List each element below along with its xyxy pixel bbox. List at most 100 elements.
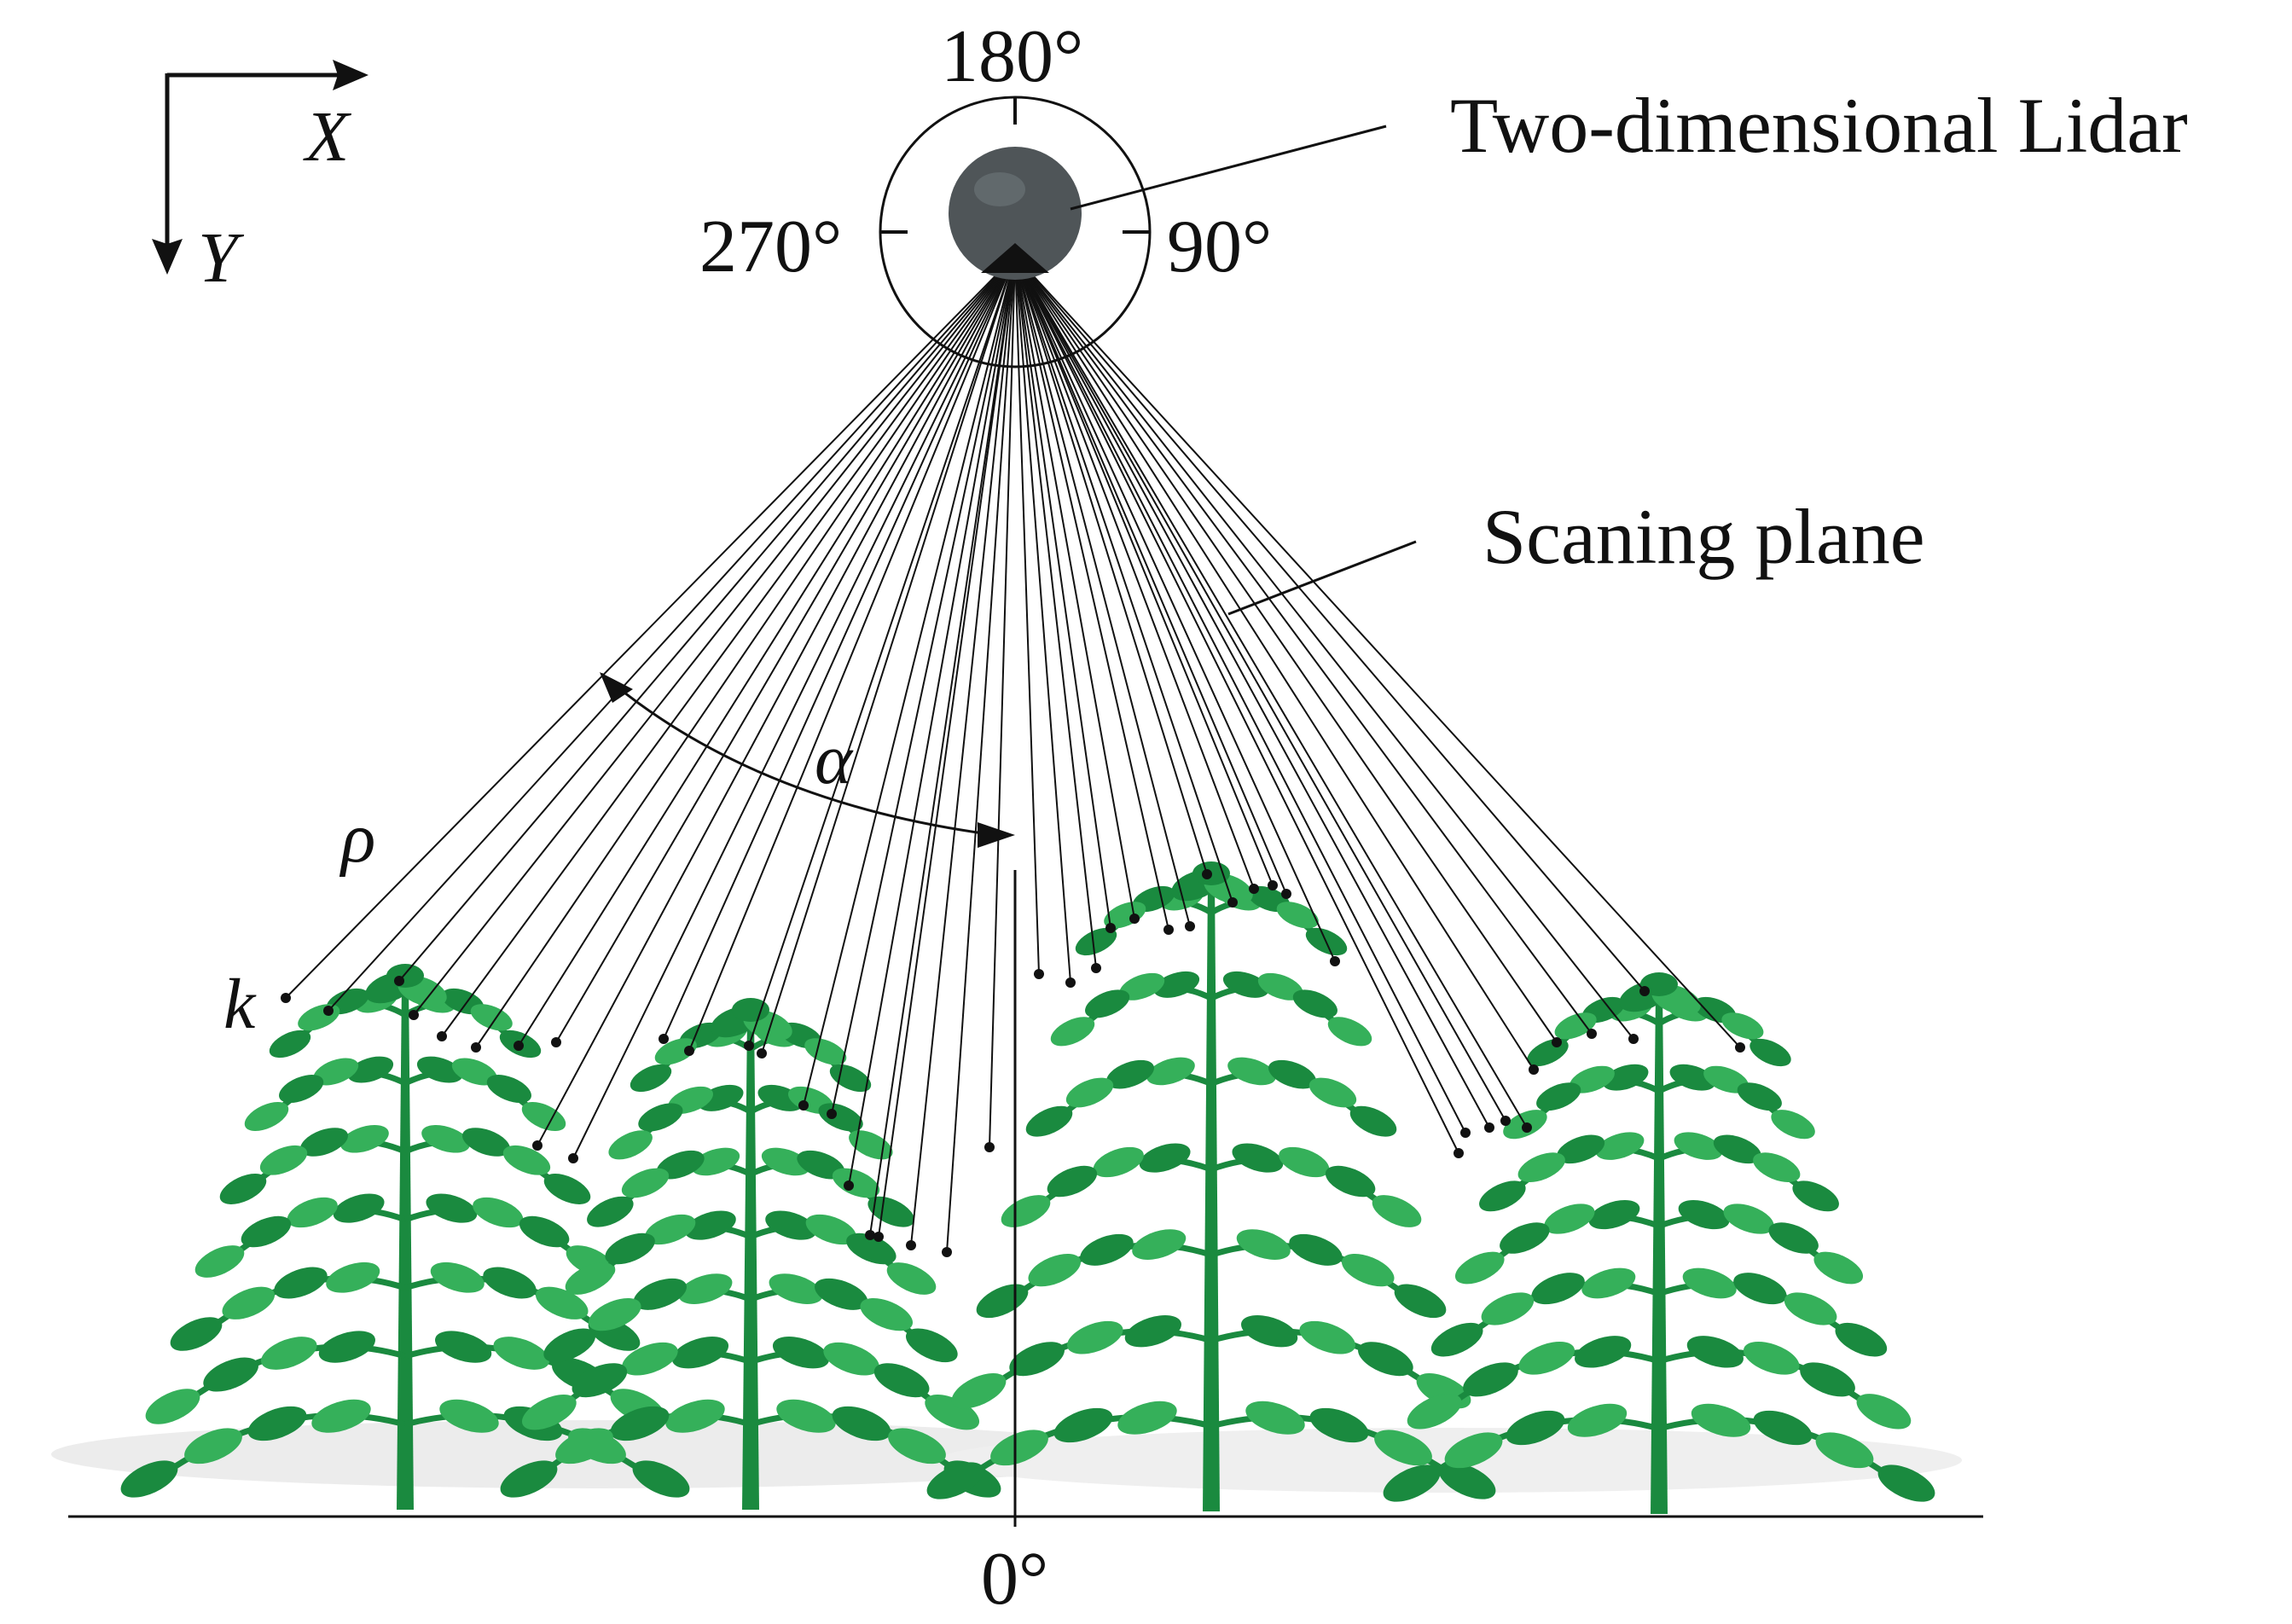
leaf [761,1147,810,1176]
leaf [832,1168,880,1198]
y-axis-label: Y [198,218,245,298]
scan-hit-point [844,1180,854,1191]
leaf [519,1215,570,1248]
leaf [1691,1403,1751,1437]
leaf [1557,1134,1605,1164]
leaf [1603,1064,1649,1091]
coordinate-axes: X Y [152,60,368,298]
leaf [1581,1267,1636,1299]
leaf [269,1030,311,1058]
leaf [1678,1199,1730,1230]
leaf [1119,972,1165,1000]
leaf [1025,1105,1073,1137]
leaf [1444,1432,1503,1469]
leaf [1341,1253,1395,1287]
scan-beam [748,255,1016,1047]
lidar-device [879,96,1152,368]
leaf [521,1101,566,1132]
leaf [1743,1342,1800,1375]
plant-group [120,861,1935,1514]
arrowhead-end [978,822,1015,848]
scan-hit-point [437,1031,447,1041]
leaf [1531,1273,1585,1305]
leaf [1053,1407,1113,1443]
leaf [1517,1152,1565,1182]
scan-beam [1014,255,1191,927]
scan-beam [1014,255,1233,903]
scan-beam [946,255,1016,1253]
scan-hit-point [532,1140,543,1151]
leaf [1588,1199,1640,1230]
leaf [621,1168,670,1198]
leaf [1835,1322,1888,1357]
leaf [430,1262,485,1293]
leaf [1222,971,1269,998]
leaf [483,1267,537,1299]
leaf [386,964,424,988]
leaf [1001,1195,1051,1227]
leaf [311,1399,371,1433]
leaf [867,1196,914,1227]
scan-hit-point [323,1006,334,1016]
scan-beam [413,255,1016,1016]
scan-beam [1014,255,1097,969]
leaf [1640,972,1678,996]
leaf [1500,1222,1550,1254]
leaf [486,1075,531,1104]
leaf [1856,1394,1912,1430]
scan-hit-point [1522,1122,1532,1133]
scan-hit-point [471,1042,481,1053]
scan-hit-point [1639,986,1650,996]
scan-plane-leader-line [1227,540,1417,616]
scan-beam [398,255,1016,982]
tomato-plant [1383,972,1935,1514]
leaf [1407,1394,1462,1430]
leaf [951,1372,1007,1409]
leaf [1749,1038,1791,1067]
scan-hit-point [514,1041,524,1051]
leaf [1481,1292,1535,1325]
leaf [588,1297,641,1331]
leaf [605,1232,655,1265]
leaf [1575,1336,1632,1368]
scan-hit-point [1163,925,1174,935]
leaf [1257,972,1303,1000]
leaf [1232,1143,1284,1173]
leaf [1117,1401,1177,1435]
scan-hit-point [1268,880,1278,890]
leaf [1309,1407,1369,1443]
leaf [873,1363,930,1398]
scan-hit-point [1587,1029,1597,1039]
leaf [300,1128,348,1157]
k-label: k [223,965,257,1044]
leaf [1292,989,1337,1018]
rho-label: ρ [339,798,375,878]
leaf [1733,1273,1787,1305]
leaf [846,1232,896,1265]
scan-beam [869,255,1016,1236]
scan-beam [803,255,1016,1106]
tomato-plant [926,861,1496,1511]
leaf [1518,1342,1575,1375]
scan-hit-point [1330,956,1340,966]
scan-beam [1014,255,1111,929]
leaf [1047,1165,1098,1198]
leaf [1106,1059,1154,1089]
leaf [671,1337,729,1369]
leaf [1682,1267,1737,1299]
leaf [1536,1082,1581,1111]
leaf [888,1428,946,1464]
leaf [1245,1401,1305,1435]
leaf [1146,1057,1195,1086]
scan-hit-point [942,1247,952,1257]
scan-hit-point [1065,977,1076,988]
scan-hit-point [1500,1116,1511,1126]
leaf [1327,1017,1372,1047]
leaf [1768,1222,1819,1254]
leaf [145,1389,200,1424]
label-90-degrees: 90° [1167,206,1272,288]
scan-hit-point [1552,1037,1562,1047]
scan-hit-point [873,1232,884,1242]
scan-hit-point [1281,889,1291,899]
scan-beam [910,255,1016,1246]
